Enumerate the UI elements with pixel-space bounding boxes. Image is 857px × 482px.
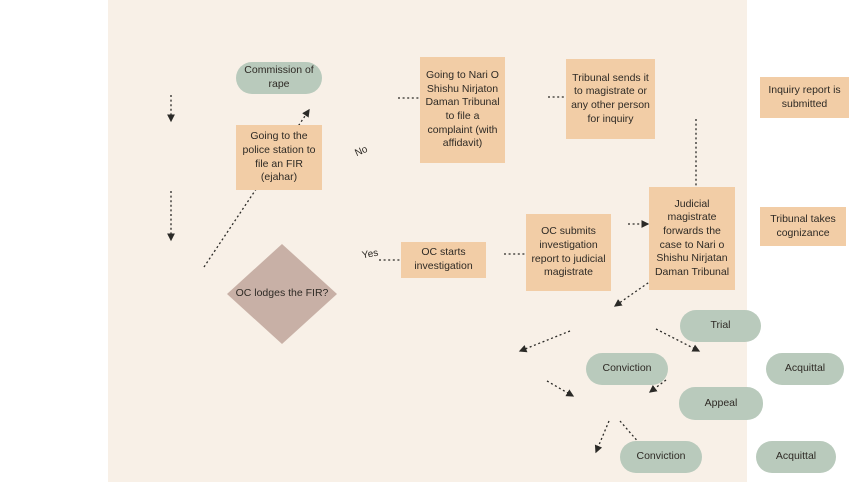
- node-label: Judicial magistrate forwards the case to…: [654, 197, 730, 278]
- node-acquittal-after-trial: Acquittal: [766, 353, 844, 385]
- node-label: Inquiry report is submitted: [768, 83, 841, 110]
- node-conviction-after-appeal: Conviction: [620, 441, 702, 473]
- node-label: Trial: [710, 319, 731, 332]
- node-commission-of-rape: Commission of rape: [236, 62, 322, 94]
- node-trial: Trial: [680, 310, 761, 342]
- node-label: Conviction: [636, 450, 686, 463]
- edge-trial-to-conviction: [518, 330, 571, 353]
- node-appeal: Appeal: [679, 387, 763, 420]
- node-label: Going to the police station to file an F…: [242, 130, 316, 184]
- node-label: Tribunal takes cognizance: [770, 212, 836, 239]
- node-going-to-tribunal-complaint: Going to Nari O Shishu Nirjaton Daman Tr…: [420, 57, 505, 163]
- node-label: Conviction: [602, 362, 652, 375]
- node-label: OC lodges the FIR?: [235, 287, 329, 300]
- flowchart-canvas: Commission of rape Going to the police s…: [108, 0, 849, 482]
- node-label: Acquittal: [775, 450, 817, 463]
- edge-appeal-to-conviction: [594, 420, 610, 454]
- node-tribunal-takes-cognizance: Tribunal takes cognizance: [760, 207, 846, 246]
- node-oc-lodges-fir-decision: OC lodges the FIR?: [227, 244, 337, 344]
- node-conviction-after-trial: Conviction: [586, 353, 668, 385]
- node-label: OC submits investigation report to judic…: [531, 225, 606, 279]
- node-label: Tribunal sends it to magistrate or any o…: [571, 71, 650, 125]
- node-label: Acquittal: [784, 362, 826, 375]
- node-acquittal-after-appeal: Acquittal: [756, 441, 836, 473]
- edge-label-yes: Yes: [361, 247, 380, 262]
- node-going-to-police-station: Going to the police station to file an F…: [236, 125, 322, 190]
- edge-conviction-to-appeal: [546, 380, 575, 397]
- node-inquiry-report-submitted: Inquiry report is submitted: [760, 77, 849, 118]
- node-label: OC starts investigation: [414, 246, 473, 272]
- node-judicial-magistrate-forwards: Judicial magistrate forwards the case to…: [649, 187, 735, 290]
- node-oc-submits-report: OC submits investigation report to judic…: [526, 214, 611, 291]
- node-label: Commission of rape: [244, 64, 314, 90]
- node-label: Going to Nari O Shishu Nirjaton Daman Tr…: [425, 69, 500, 150]
- node-label: Appeal: [704, 396, 738, 409]
- node-oc-starts-investigation: OC starts investigation: [401, 242, 486, 278]
- node-tribunal-sends-to-magistrate: Tribunal sends it to magistrate or any o…: [566, 59, 655, 139]
- edge-label-no: No: [353, 143, 370, 160]
